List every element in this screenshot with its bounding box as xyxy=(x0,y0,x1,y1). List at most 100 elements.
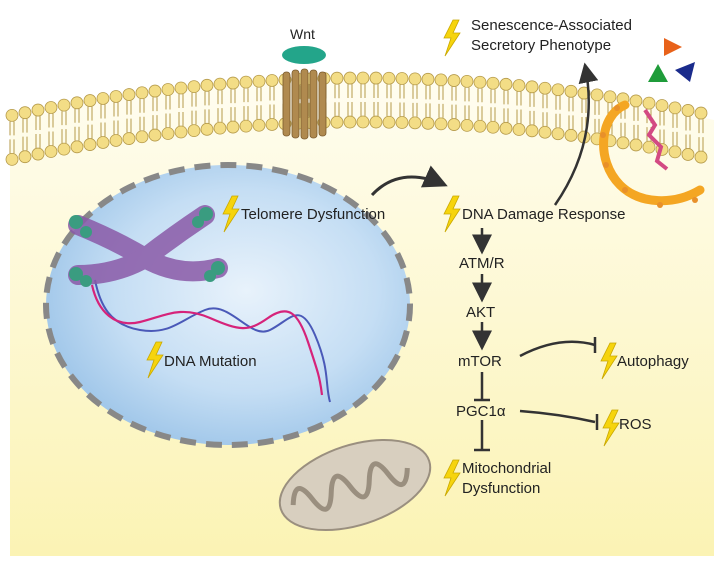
dna-mutation-label: DNA Mutation xyxy=(164,353,257,370)
dna-strand-pink xyxy=(90,284,324,396)
inhibit-mtor-pgc xyxy=(474,372,490,402)
atm-label: ATM/R xyxy=(459,255,505,272)
lipid-head xyxy=(70,140,84,154)
lipid-head xyxy=(200,78,214,92)
lipid-head xyxy=(525,80,539,94)
arrow-ddr-to-sasp xyxy=(553,62,599,206)
arrow-telomere-to-ddr xyxy=(370,165,448,197)
lipid-head xyxy=(525,124,539,138)
lipid-head xyxy=(434,117,448,131)
lipid-head xyxy=(564,128,578,142)
lipid-head xyxy=(564,84,578,98)
pgc1a-label: PGC1α xyxy=(456,403,506,420)
lipid-head xyxy=(5,152,19,166)
lipid-head xyxy=(57,98,71,112)
lipid-head xyxy=(343,115,357,129)
lipid-head xyxy=(187,124,201,138)
lipid-head xyxy=(135,130,149,144)
lipid-head xyxy=(343,71,357,85)
lipid-head xyxy=(161,127,175,140)
lipid-head xyxy=(239,75,253,89)
autophagosome xyxy=(599,100,705,208)
dna-strand-blue xyxy=(94,279,331,403)
orange-triangle-icon xyxy=(664,38,682,56)
lipid-head xyxy=(31,103,45,117)
ros-label: ROS xyxy=(619,416,652,433)
sasp-label-line1: Senescence-Associated xyxy=(471,17,632,34)
lipid-head xyxy=(577,86,591,100)
telomere-dysfunction-label: Telomere Dysfunction xyxy=(241,206,386,223)
lightning-icon xyxy=(443,195,461,233)
lipid-head xyxy=(187,80,201,94)
sasp-label-line2: Secretory Phenotype xyxy=(471,37,612,54)
lipid-head xyxy=(18,150,32,164)
lipid-head xyxy=(161,83,175,96)
lipid-head xyxy=(603,90,617,104)
lipid-head xyxy=(421,116,435,130)
lipid-head xyxy=(694,150,708,164)
lipid-head xyxy=(109,90,123,103)
lightning-icon xyxy=(602,409,620,447)
lipid-head xyxy=(174,81,188,95)
inhibit-pgc-ros xyxy=(519,409,599,430)
lightning-icon xyxy=(600,342,618,380)
lipid-head xyxy=(616,136,630,150)
lipid-head xyxy=(70,96,84,110)
lipid-head xyxy=(499,121,513,135)
lipid-head xyxy=(681,104,695,117)
lipid-head xyxy=(382,115,396,129)
lipid-head xyxy=(421,72,435,86)
lipid-head xyxy=(382,71,396,85)
telomere-caps xyxy=(69,207,225,287)
lipid-head xyxy=(590,88,604,102)
lightning-icon xyxy=(146,341,164,379)
lipid-head xyxy=(655,99,669,112)
lipid-head xyxy=(252,118,266,132)
lipid-head xyxy=(551,127,565,141)
lipid-head xyxy=(44,145,58,158)
lipid-head xyxy=(369,71,383,85)
lipid-head xyxy=(109,134,123,147)
lipid-head xyxy=(213,121,227,135)
lipid-head xyxy=(538,81,552,95)
lipid-head xyxy=(265,118,279,131)
inhibit-mtor-autophagy xyxy=(519,337,597,358)
lipid-head xyxy=(681,148,695,161)
wnt-label: Wnt xyxy=(290,26,315,42)
lipid-head xyxy=(265,74,279,87)
lipid-head xyxy=(460,74,474,88)
lipid-head xyxy=(512,79,526,92)
lipid-head xyxy=(122,132,136,145)
akt-label: AKT xyxy=(466,304,496,321)
lipid-head xyxy=(148,128,162,142)
lipid-head xyxy=(83,94,97,107)
lipid-head xyxy=(122,88,136,101)
inhibit-pgc-mito xyxy=(474,420,490,452)
lipid-head xyxy=(642,96,656,110)
lipid-head xyxy=(408,72,422,86)
lipid-head xyxy=(330,71,344,85)
mito-dysfunction-label-line2: Dysfunction xyxy=(462,480,541,497)
lipid-head xyxy=(44,101,58,114)
lipid-head xyxy=(356,115,370,129)
lipid-head xyxy=(447,118,461,131)
lipid-head xyxy=(538,125,552,139)
lipid-head xyxy=(629,94,643,108)
lipid-head xyxy=(252,74,266,88)
wnt-ligand xyxy=(282,46,326,64)
chromosome xyxy=(68,205,228,285)
lipid-head xyxy=(473,75,487,89)
lipid-head xyxy=(486,76,500,90)
lipid-head xyxy=(226,76,240,90)
lipid-head xyxy=(330,115,344,129)
lipid-head xyxy=(174,125,188,139)
lipid-head xyxy=(18,106,32,120)
lightning-icon xyxy=(443,459,461,497)
lipid-head xyxy=(239,119,253,133)
lipid-head xyxy=(629,138,643,152)
lipid-head xyxy=(486,120,500,134)
lipid-head xyxy=(434,73,448,87)
lipid-head xyxy=(694,106,708,120)
lipid-head xyxy=(473,119,487,133)
